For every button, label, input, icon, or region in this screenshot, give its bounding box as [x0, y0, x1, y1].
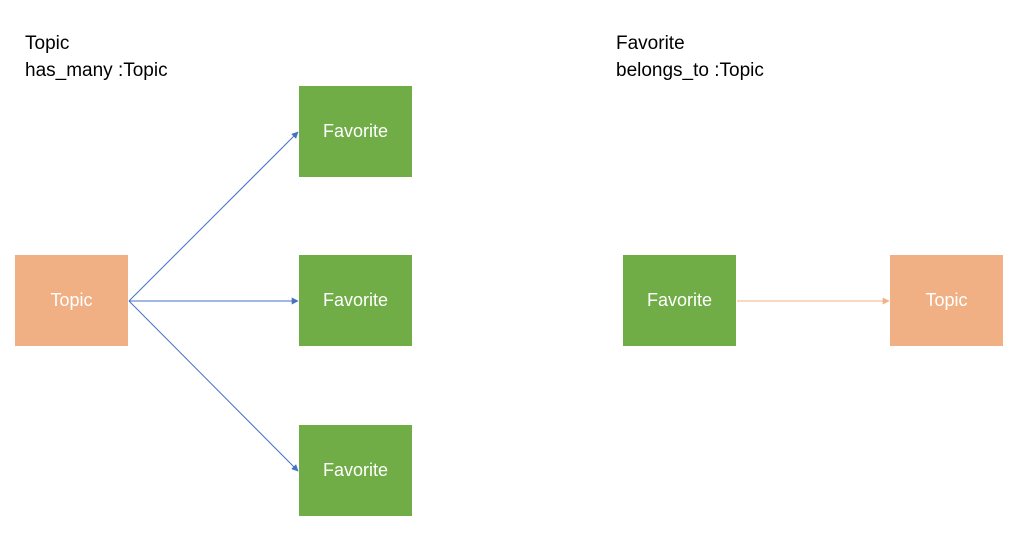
right-caption-association: belongs_to :Topic: [616, 60, 764, 81]
left-caption: Topic has_many :Topic: [25, 30, 168, 84]
left-caption-title: Topic: [25, 33, 70, 54]
topic-box-source: Topic: [15, 255, 128, 346]
favorite-box-source: Favorite: [623, 255, 736, 346]
favorite-box-bottom: Favorite: [299, 425, 412, 516]
arrow-topic-to-favorite-bottom: [128, 300, 299, 472]
left-caption-association: has_many :Topic: [25, 60, 168, 81]
right-caption: Favorite belongs_to :Topic: [616, 30, 764, 84]
arrow-topic-to-favorite-top: [128, 131, 299, 302]
favorite-box-middle: Favorite: [299, 255, 412, 346]
favorite-box-top: Favorite: [299, 86, 412, 177]
topic-box-target: Topic: [890, 255, 1003, 346]
right-caption-title: Favorite: [616, 33, 685, 54]
